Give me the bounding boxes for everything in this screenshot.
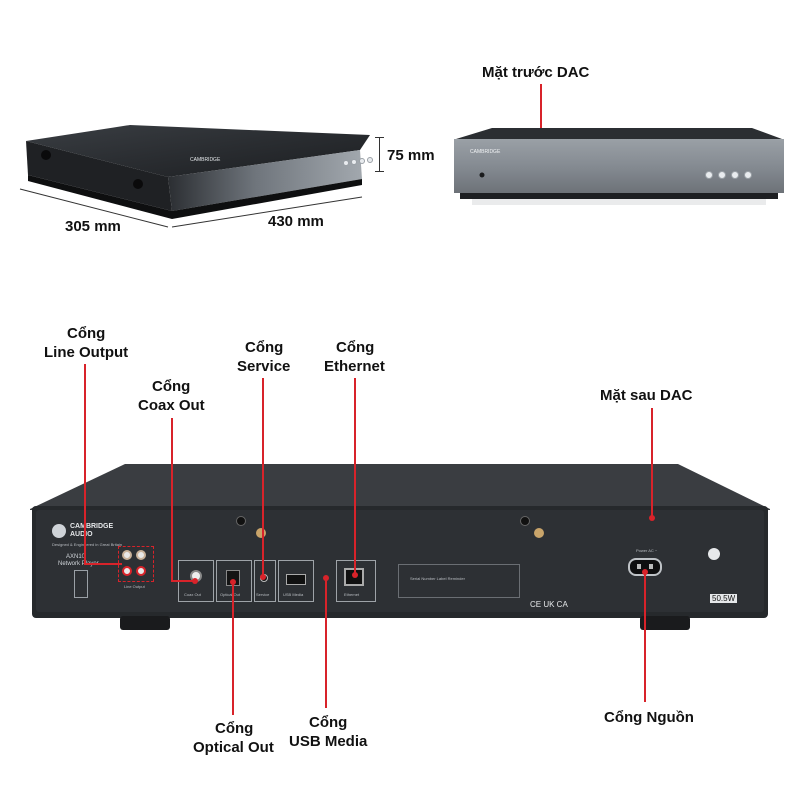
front-brand-logo: CAMBRIDGE	[190, 157, 221, 163]
front-face-button-1	[705, 171, 713, 179]
usb-media-port-frame	[278, 560, 314, 602]
device-isometric-illustration	[26, 125, 370, 219]
front-face-button-2	[718, 171, 726, 179]
optical-out-leader	[232, 582, 234, 715]
power-leader	[644, 572, 646, 702]
optical-out-callout-line2: Optical Out	[193, 739, 274, 756]
optical-out-port-frame	[216, 560, 252, 602]
usb-media-callout-line2: USB Media	[289, 733, 368, 750]
front-isometric-view: CAMBRIDGE	[10, 105, 390, 240]
power-inlet-pin-2	[649, 564, 653, 569]
front-face-button-3	[731, 171, 739, 179]
met-cert-icon	[708, 548, 720, 560]
wifi-antenna-connector-1	[256, 528, 266, 538]
coax-out-callout-line1: Cổng	[152, 378, 191, 395]
service-callout-line1: Cổng	[245, 339, 284, 356]
line-output-jack-left-top	[122, 550, 132, 560]
screw-1	[236, 516, 246, 526]
coax-out-leader-horiz	[171, 580, 195, 582]
rear-brand-audio: AUDIO	[70, 531, 93, 538]
coax-out-port-label: Coax Out	[184, 592, 201, 597]
front-face-brand-logo: CAMBRIDGE	[470, 149, 501, 155]
power-ac-label: Power AC ~	[636, 548, 658, 553]
ethernet-callout-line1: Cổng	[336, 339, 375, 356]
front-button-4	[367, 157, 373, 163]
rear-face-leader-dot	[649, 515, 655, 521]
great-british-sound-badge	[74, 570, 88, 598]
line-output-jack-right-bottom	[136, 566, 146, 576]
line-output-leader-horiz	[84, 563, 122, 565]
serial-label-text: Serial Number Label Reminder	[410, 576, 465, 581]
service-leader	[262, 378, 264, 578]
usb-media-port-label: USB Media	[283, 592, 304, 597]
power-sticker: 50.5W	[710, 594, 738, 603]
line-output-jack-left-bottom	[122, 566, 132, 576]
front-face-illustration	[454, 128, 784, 205]
depth-dimension-label: 305 mm	[65, 218, 121, 235]
service-port-label: Service	[256, 592, 270, 597]
service-leader-dot	[260, 574, 266, 580]
line-output-leader	[84, 364, 86, 564]
optical-out-port-label: Optical Out	[220, 592, 241, 597]
rear-face-label: Mặt sau DAC	[600, 387, 693, 404]
height-dimension-line	[379, 137, 380, 171]
height-dimension-label: 75 mm	[387, 147, 435, 164]
usb-media-callout-line1: Cổng	[309, 714, 348, 731]
wifi-antenna-connector-2	[534, 528, 544, 538]
rear-model-number: AXN10	[66, 554, 86, 560]
line-output-port-label: Line Output	[124, 584, 145, 589]
ethernet-port-frame	[336, 560, 376, 602]
ethernet-port-label: Ethernet	[344, 592, 360, 597]
coax-out-callout-line2: Coax Out	[138, 397, 205, 414]
front-face-label: Mặt trước DAC	[482, 64, 590, 81]
power-leader-dot	[642, 569, 648, 575]
front-button-1	[343, 160, 349, 166]
depth-width-dimension-lines	[19, 188, 363, 228]
optical-out-callout-line1: Cổng	[215, 720, 254, 737]
front-button-2	[351, 159, 357, 165]
ethernet-callout-line2: Ethernet	[324, 358, 385, 375]
rear-panel-view: CAMBRIDGE AUDIO Designed & Engineered in…	[28, 462, 772, 642]
serial-label-area	[398, 564, 520, 598]
usb-media-leader-dot	[323, 575, 329, 581]
front-button-3	[359, 158, 365, 164]
width-dimension-label: 430 mm	[268, 213, 324, 230]
rear-brand-logo-icon	[52, 524, 66, 538]
screw-2	[520, 516, 530, 526]
power-callout: Cổng Nguồn	[604, 709, 694, 726]
rear-model-desc: Network Player	[58, 561, 99, 567]
line-output-jack-right-top	[136, 550, 146, 560]
service-callout-line2: Service	[237, 358, 291, 375]
height-dimension-cap-top	[375, 137, 384, 138]
certification-marks: CE UK CA	[530, 600, 568, 609]
optical-out-leader-dot	[230, 579, 236, 585]
coax-out-leader	[171, 418, 173, 581]
usb-media-leader	[325, 578, 327, 708]
ethernet-leader	[354, 378, 356, 576]
rear-panel-illustration	[28, 464, 772, 630]
coax-out-leader-dot	[192, 578, 198, 584]
line-output-callout-line2: Line Output	[44, 344, 129, 361]
front-face-leader	[540, 84, 542, 150]
rear-tagline: Designed & Engineered in Great Britain	[52, 542, 123, 547]
line-output-callout-line1: Cổng	[67, 325, 106, 342]
height-dimension-cap-bottom	[375, 171, 384, 172]
service-port-frame	[254, 560, 276, 602]
rear-face-leader	[651, 408, 653, 518]
power-inlet-pin-1	[637, 564, 641, 569]
front-face-button-4	[744, 171, 752, 179]
ethernet-leader-dot	[352, 572, 358, 578]
rear-brand-name: CAMBRIDGE	[70, 523, 114, 530]
front-face-view: CAMBRIDGE	[452, 125, 786, 207]
usb-media-jack	[286, 574, 306, 585]
